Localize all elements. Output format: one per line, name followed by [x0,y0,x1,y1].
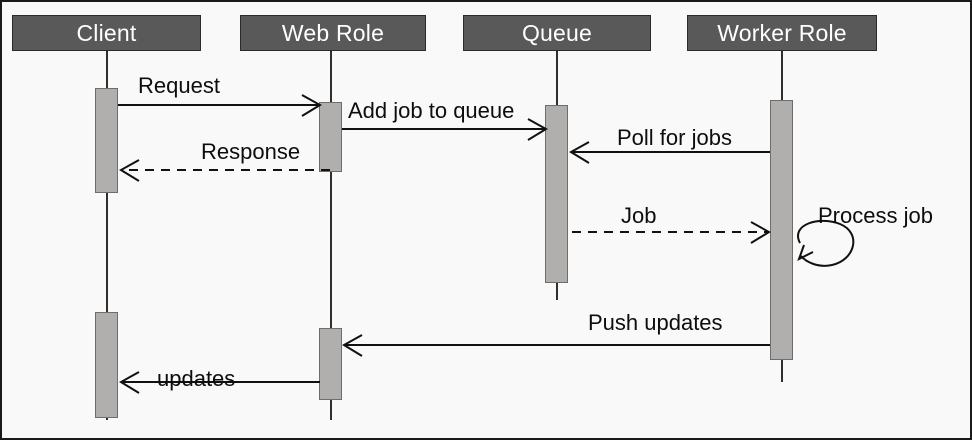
activation-web-role-1 [319,102,342,172]
self-message-label-process-job: Process job [818,203,933,228]
message-label-request: Request [138,73,220,98]
participant-client-label: Client [76,19,137,46]
activation-client-2 [95,312,118,418]
message-label-job: Job [621,203,657,228]
activation-queue-1 [545,105,568,283]
message-label-push-updates: Push updates [588,310,723,335]
message-label-response: Response [201,139,301,164]
activation-client-1 [95,88,118,193]
lifeline-web-role [330,50,332,420]
participant-worker-role-label: Worker Role [717,19,847,46]
participant-queue-label: Queue [521,19,593,46]
message-label-poll-for-jobs: Poll for jobs [617,125,732,150]
participant-web-role[interactable]: Web Role [240,15,426,51]
lifeline-client [106,50,108,420]
activation-worker-role-1 [770,100,793,360]
participant-client[interactable]: Client [12,15,201,51]
message-label-updates: updates [157,366,236,391]
message-label-add-job-to-queue: Add job to queue [348,98,515,123]
participant-queue[interactable]: Queue [463,15,651,51]
participant-web-role-label: Web Role [281,19,385,46]
activation-web-role-2 [319,328,342,400]
participant-worker-role[interactable]: Worker Role [687,15,877,51]
